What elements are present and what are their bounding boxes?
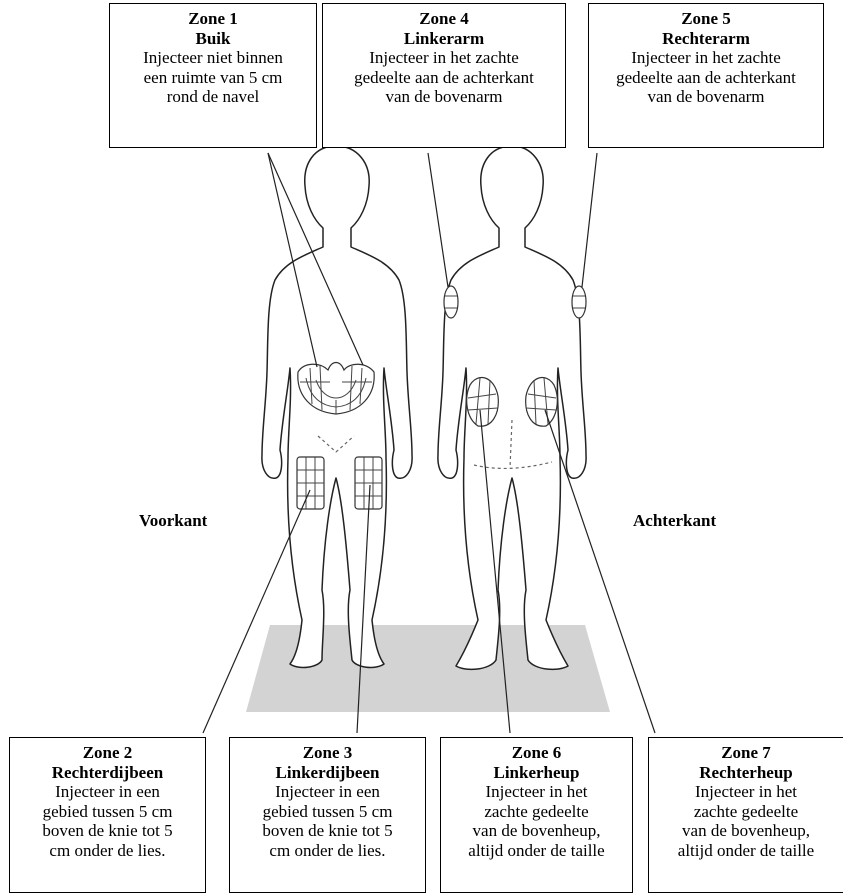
- zone-7-title: Zone 7: [721, 743, 771, 762]
- zone-2-name: Rechterdijbeen: [51, 762, 164, 782]
- zone-5-line-2: gedeelte aan de achterkant: [616, 67, 796, 87]
- zone-2-line-3: boven de knie tot 5: [42, 821, 173, 840]
- zone-4-name: Linkerarm: [403, 28, 485, 48]
- zone-7-line-2: zachte gedeelte: [693, 801, 799, 821]
- back-label: Achterkant: [633, 511, 717, 530]
- leader-line-zone-2: [202, 489, 311, 734]
- zone-5-name: Rechterarm: [662, 28, 750, 48]
- leader-line-zone-7: [544, 409, 656, 734]
- right-arm-injection-area: [571, 285, 587, 319]
- zone-5-box: Zone 5 Rechterarm Injecteer in het zacht…: [588, 3, 824, 148]
- zone-6-line-2: zachte gedeelte: [484, 801, 589, 821]
- zone-6-line-4: altijd onder de taille: [468, 840, 605, 860]
- front-label: Voorkant: [139, 511, 208, 530]
- zone-4-line-2: gedeelte aan de achterkant: [354, 67, 534, 87]
- zone-4-line-3: van de bovenarm: [385, 87, 503, 106]
- left-hip-injection-area: [466, 376, 499, 427]
- zone-6-name: Linkerheup: [493, 762, 580, 782]
- left-arm-injection-area: [443, 285, 459, 319]
- leader-line-zone-3: [356, 484, 371, 734]
- zone-3-line-1: Injecteer in een: [275, 782, 380, 801]
- zone-4-box: Zone 4 Linkerarm Injecteer in het zachte…: [322, 3, 566, 148]
- zone-4-line-1: Injecteer in het zachte: [369, 48, 519, 67]
- zone-2-line-1: Injecteer in een: [55, 782, 160, 801]
- zone-7-box: Zone 7 Rechterheup Injecteer in het zach…: [648, 737, 843, 893]
- zone-7-line-1: Injecteer in het: [695, 782, 797, 801]
- leader-line-zone-5: [581, 152, 598, 288]
- zone-2-line-4: cm onder de lies.: [49, 840, 166, 860]
- zone-2-box: Zone 2 Rechterdijbeen Injecteer in een g…: [9, 737, 206, 893]
- zone-1-name: Buik: [195, 28, 231, 48]
- right-hip-injection-area: [525, 376, 558, 427]
- leader-line-zone-6: [479, 409, 511, 734]
- zone-3-name: Linkerdijbeen: [275, 762, 380, 782]
- zone-1-title: Zone 1: [188, 9, 238, 28]
- zone-4-title: Zone 4: [419, 9, 469, 28]
- zone-6-line-1: Injecteer in het: [485, 782, 588, 801]
- floor-shadow: [246, 625, 610, 712]
- zone-5-line-3: van de bovenarm: [647, 87, 765, 106]
- zone-5-line-1: Injecteer in het zachte: [631, 48, 781, 67]
- zone-3-line-4: cm onder de lies.: [269, 840, 386, 860]
- zone-2-line-2: gebied tussen 5 cm: [42, 801, 173, 821]
- leader-line-zone-4: [427, 152, 449, 288]
- zone-6-line-3: van de bovenheup,: [472, 821, 601, 840]
- zone-2-title: Zone 2: [82, 743, 133, 762]
- zone-6-title: Zone 6: [511, 743, 562, 762]
- zone-3-line-3: boven de knie tot 5: [262, 821, 393, 840]
- back-body-figure: [437, 145, 587, 671]
- zone-7-name: Rechterheup: [699, 762, 793, 782]
- leader-line-zone-1a: [267, 152, 318, 368]
- zone-3-line-2: gebied tussen 5 cm: [262, 801, 393, 821]
- zone-1-box: Zone 1 Buik Injecteer niet binnen een ru…: [109, 3, 317, 148]
- zone-7-line-3: van de bovenheup,: [682, 821, 810, 840]
- zone-1-line-2: een ruimte van 5 cm: [143, 67, 283, 87]
- zone-3-title: Zone 3: [302, 743, 353, 762]
- leader-line-zone-1b: [267, 152, 364, 366]
- zone-1-line-1: Injecteer niet binnen: [143, 48, 283, 67]
- zone-7-line-4: altijd onder de taille: [677, 840, 815, 860]
- zone-5-title: Zone 5: [681, 9, 731, 28]
- zone-3-box: Zone 3 Linkerdijbeen Injecteer in een ge…: [229, 737, 426, 893]
- zone-6-box: Zone 6 Linkerheup Injecteer in het zacht…: [440, 737, 633, 893]
- zone-1-line-3: rond de navel: [166, 87, 260, 106]
